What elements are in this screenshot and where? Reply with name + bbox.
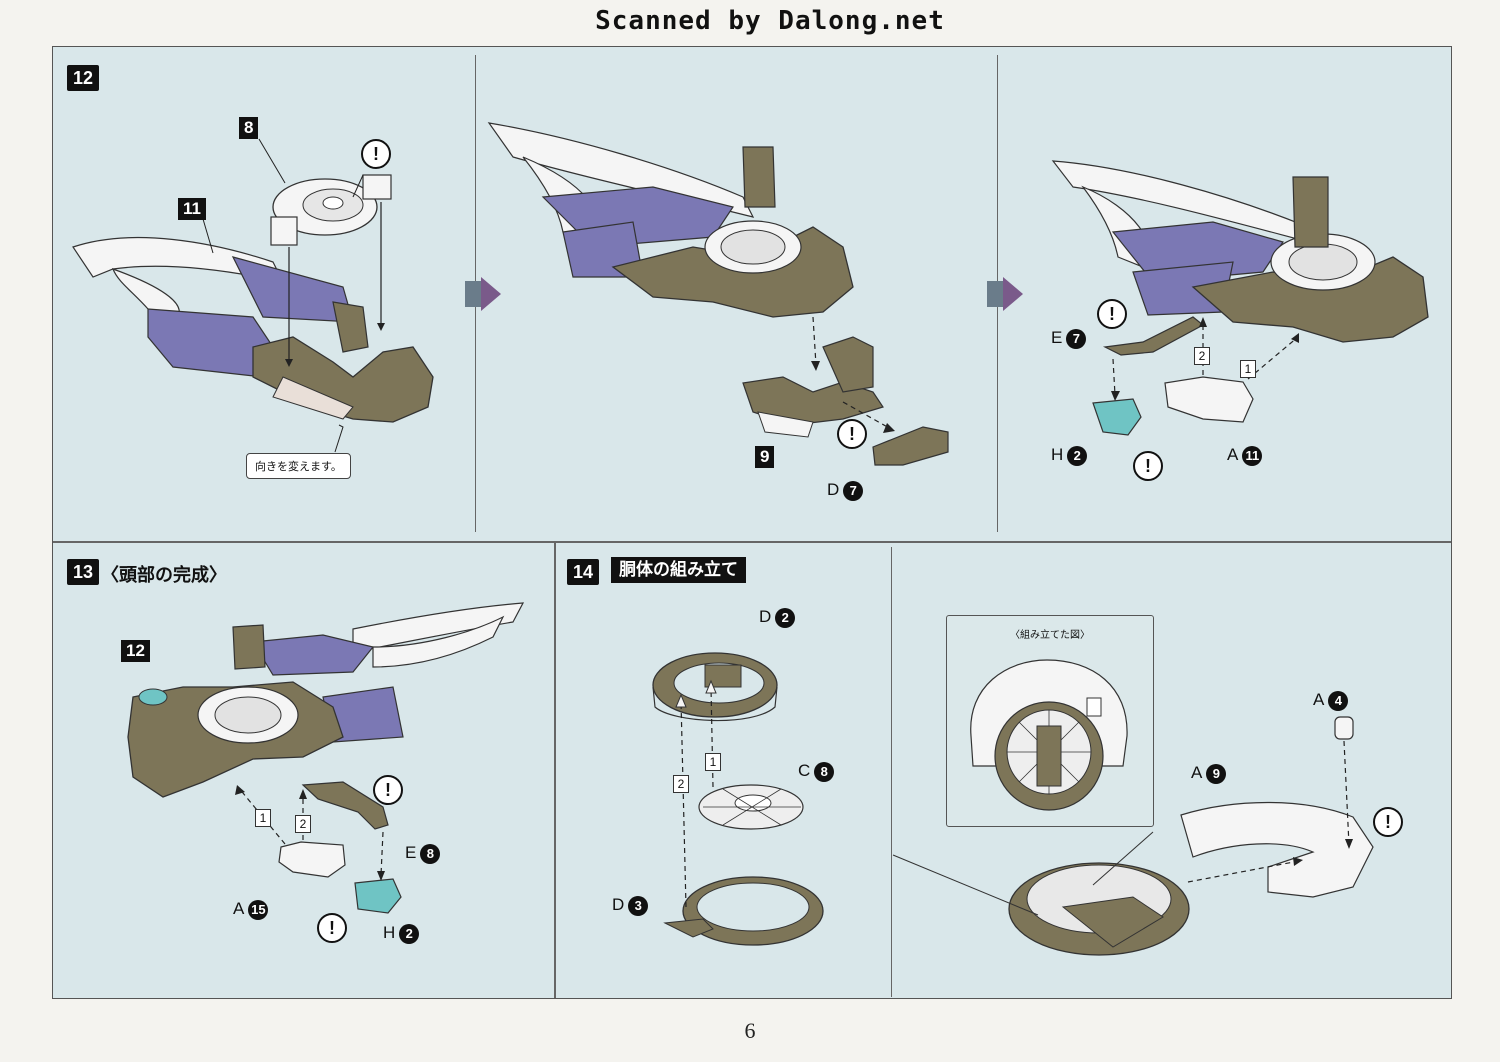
sequence-marker: 2 (673, 775, 689, 793)
warning-icon: ! (1373, 807, 1403, 837)
next-step-arrow-stem (987, 281, 1003, 307)
orientation-note: 向きを変えます。 (246, 453, 351, 479)
sequence-marker: 1 (1240, 360, 1256, 378)
warning-icon: ! (1133, 451, 1163, 481)
part-letter: C (798, 761, 811, 780)
assembled-view-inset: 〈組み立てた図〉 (946, 615, 1154, 827)
sequence-marker: 1 (705, 753, 721, 771)
warning-icon: ! (317, 913, 347, 943)
head-assembly-illustration (72, 138, 434, 453)
divider (891, 547, 892, 997)
part-number: 7 (843, 480, 864, 501)
part-callout-11: 11 (178, 198, 206, 220)
divider (554, 541, 556, 998)
part-letter: H (1051, 445, 1064, 464)
next-step-arrow-stem (465, 281, 481, 307)
assembled-body-illustration (970, 659, 1128, 811)
step-number: 14 (567, 559, 600, 585)
part-callout-12: 12 (121, 640, 150, 662)
part-number: 8 (814, 761, 835, 782)
part-number: 2 (399, 923, 420, 944)
sequence-marker: 1 (255, 809, 271, 827)
sequence-marker: 2 (1194, 347, 1210, 365)
part-number: 7 (1066, 328, 1087, 349)
sequence-marker: 2 (295, 815, 311, 833)
part-callout-9: 9 (755, 446, 775, 468)
part-letter: D (612, 895, 625, 914)
warning-icon: ! (361, 139, 391, 169)
body-assembly-illustration (652, 652, 1374, 956)
part-number: 15 (248, 899, 269, 920)
warning-icon: ! (1097, 299, 1127, 329)
next-step-arrow-icon (481, 277, 501, 311)
next-step-arrow-icon (1003, 277, 1023, 311)
instruction-sheet: 12 8 11 ! 向きを変えます。 (52, 46, 1452, 999)
part-letter: E (405, 843, 417, 862)
warning-icon: ! (837, 419, 867, 449)
part-letter: A (1313, 690, 1325, 709)
divider (53, 541, 1451, 543)
completed-head-illustration (127, 602, 525, 914)
head-assembly-illustration (487, 122, 949, 466)
step-number: 13 (67, 559, 100, 585)
watermark: Scanned by Dalong.net (595, 6, 945, 36)
step-title: 〈頭部の完成〉 (101, 565, 227, 586)
part-number: 8 (420, 843, 441, 864)
part-letter: D (759, 607, 772, 626)
step-number: 12 (67, 65, 100, 91)
part-letter: A (1227, 445, 1239, 464)
warning-icon: ! (373, 775, 403, 805)
inset-title: 〈組み立てた図〉 (1010, 630, 1090, 641)
part-number: 4 (1328, 690, 1349, 711)
part-number: 2 (775, 607, 796, 628)
part-letter: A (1191, 763, 1203, 782)
page-number: 6 (744, 1018, 756, 1043)
part-number: 9 (1206, 763, 1227, 784)
part-callout-8: 8 (239, 117, 259, 139)
head-assembly-illustration (1051, 160, 1429, 436)
part-number: 2 (1067, 445, 1088, 466)
part-letter: E (1051, 328, 1063, 347)
part-number: 3 (628, 895, 649, 916)
part-letter: H (383, 923, 396, 942)
part-letter: A (233, 899, 245, 918)
part-number: 11 (1242, 445, 1263, 466)
step-title: 胴体の組み立て (611, 557, 746, 583)
part-letter: D (827, 480, 840, 499)
